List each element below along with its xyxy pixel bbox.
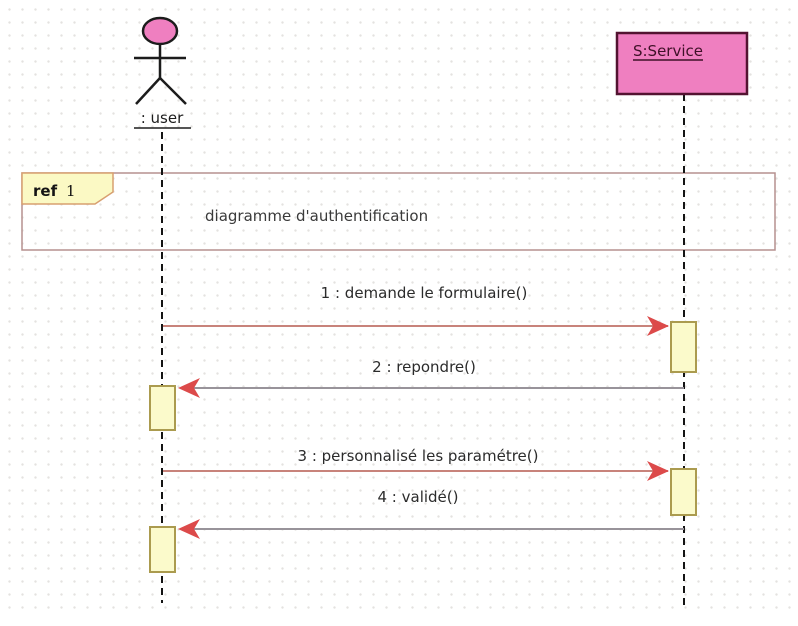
ref-keyword-label: ref [33, 182, 58, 200]
actor-leg-right [159, 77, 187, 105]
page-margin-bottom [0, 613, 798, 626]
user-activation-1 [149, 385, 176, 431]
service-object-box [615, 31, 749, 96]
ref-fragment-pentagon [21, 172, 114, 205]
message-2-label: 2 : repondre() [372, 358, 476, 376]
actor-label: : user [141, 109, 184, 127]
message-2-arrowhead-icon [178, 378, 200, 398]
message-4-label: 4 : validé() [378, 488, 459, 506]
message-1-arrowhead-icon [647, 316, 669, 336]
message-4-arrowhead-icon [178, 519, 200, 539]
message-3-arrowhead-icon [647, 461, 669, 481]
message-3-label: 3 : personnalisé les paramétre() [298, 447, 539, 465]
actor-user [134, 16, 187, 105]
message-1-label: 1 : demande le formulaire() [321, 284, 528, 302]
service-activation-2 [670, 468, 697, 516]
actor-head [141, 16, 179, 46]
service-object-label: S:Service [633, 42, 703, 60]
user-activation-2 [149, 526, 176, 573]
actor-leg-left [135, 77, 161, 105]
ref-fragment-description: diagramme d'authentification [205, 207, 428, 225]
ref-fragment-frame [21, 172, 776, 251]
service-activation-1 [670, 321, 697, 373]
ref-number-label: 1 [66, 182, 76, 200]
